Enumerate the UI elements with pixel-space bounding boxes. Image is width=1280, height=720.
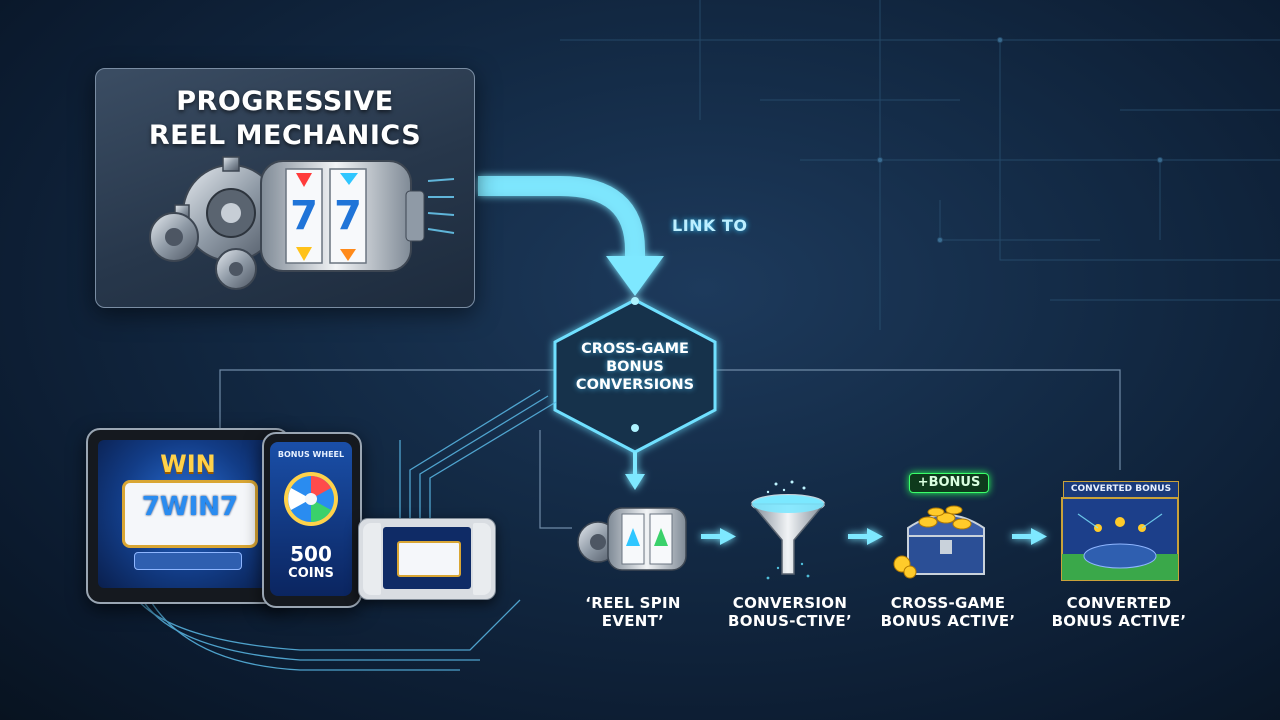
hub-label: CROSS-GAME BONUS CONVERSIONS (555, 340, 715, 394)
title-card-title: PROGRESSIVE REEL MECHANICS (96, 85, 474, 153)
reel-symbol-7: 7 (290, 193, 318, 239)
handheld-console (358, 518, 496, 600)
phone-amount: 500 (270, 542, 352, 566)
step-icon-reel-spin (572, 500, 692, 580)
step-label-line: ‘REEL SPIN (558, 594, 708, 612)
circuit-traces (560, 0, 1280, 330)
slot-reel-icon (608, 508, 686, 570)
tablet-screen: WIN 7WIN7 (98, 440, 274, 588)
step-label-converted: CONVERTED BONUS ACTIVE’ (1044, 594, 1194, 630)
reel-symbol-7: 7 (334, 193, 362, 239)
step-label-line: CONVERSION (715, 594, 865, 612)
step-label-line: BONUS ACTIVE’ (873, 612, 1023, 630)
hub-label-line-2: BONUS (555, 358, 715, 376)
title-line-2: REEL MECHANICS (96, 119, 474, 153)
step-label-conversion: CONVERSION BONUS-CTIVE’ (715, 594, 865, 630)
phone-screen: BONUS WHEEL 500 COINS (270, 442, 352, 596)
step-label-line: BONUS-CTIVE’ (715, 612, 865, 630)
step-label-cross-game: CROSS-GAME BONUS ACTIVE’ (873, 594, 1023, 630)
game-board-icon (1058, 494, 1182, 584)
slot-reel-icon: 7 7 (261, 161, 454, 271)
step-label-line: BONUS ACTIVE’ (1044, 612, 1194, 630)
treasure-chest-icon (888, 494, 1006, 580)
reel-machine-illustration: 7 7 (136, 151, 456, 296)
bonus-wheel-icon (282, 470, 340, 528)
phone-device: BONUS WHEEL 500 COINS (262, 432, 362, 608)
step-label-line: EVENT’ (558, 612, 708, 630)
phone-header: BONUS WHEEL (270, 450, 352, 459)
right-controller (473, 523, 491, 595)
tablet-win-top: WIN (138, 450, 238, 478)
hub-label-line-3: CONVERSIONS (555, 376, 715, 394)
bonus-badge: +BONUS (909, 473, 989, 493)
hub-label-line-1: CROSS-GAME (555, 340, 715, 358)
console-reels (397, 541, 461, 577)
tablet-spin-bar (134, 552, 242, 570)
left-controller (363, 523, 381, 595)
console-screen (383, 527, 471, 589)
hub-down-arrow (625, 452, 645, 490)
title-card: PROGRESSIVE REEL MECHANICS 7 7 (95, 68, 475, 308)
link-arrow (478, 186, 664, 296)
phone-unit: COINS (270, 566, 352, 581)
title-line-1: PROGRESSIVE (96, 85, 474, 119)
step-label-line: CONVERTED (1044, 594, 1194, 612)
funnel-icon (748, 478, 828, 583)
step-label-reel-spin: ‘REEL SPIN EVENT’ (558, 594, 708, 630)
step-label-line: CROSS-GAME (873, 594, 1023, 612)
tablet-device: WIN 7WIN7 (86, 428, 290, 604)
tablet-win-mid: 7WIN7 (122, 492, 258, 522)
link-to-label: LINK TO (672, 216, 748, 235)
